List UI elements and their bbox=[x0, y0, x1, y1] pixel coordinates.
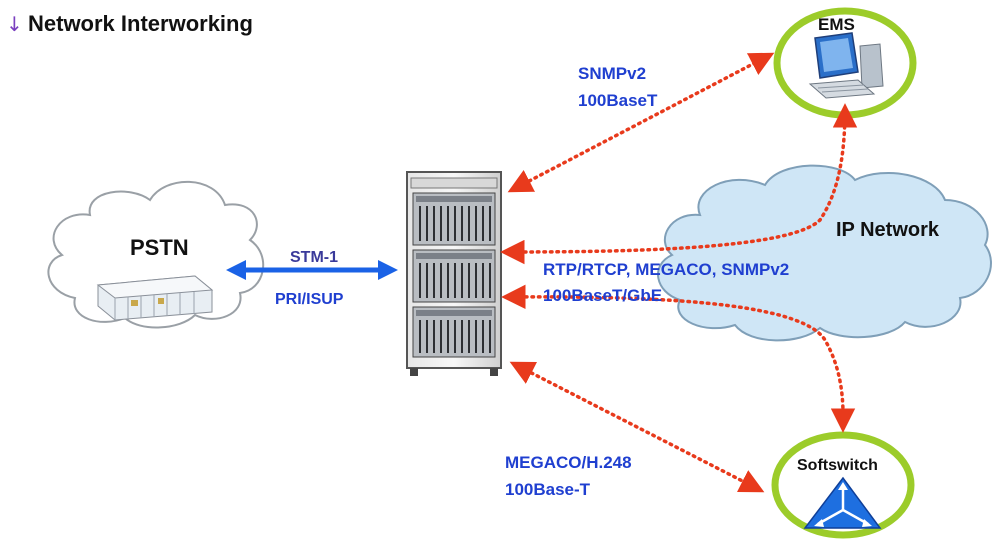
ip-network-cloud-shape bbox=[657, 164, 992, 342]
dotted-links bbox=[500, 52, 858, 493]
title-bullet-icon: ↓ bbox=[6, 12, 23, 36]
100baset-gbe-label: 100BaseT/GbE bbox=[543, 286, 662, 305]
switchboard-icon bbox=[96, 275, 214, 321]
pri-isup-label: PRI/ISUP bbox=[275, 291, 344, 308]
title-text: Network Interworking bbox=[28, 11, 253, 36]
pstn-label: PSTN bbox=[130, 235, 189, 260]
softswitch-label: Softswitch bbox=[797, 457, 878, 474]
stm1-label: STM-1 bbox=[290, 249, 338, 266]
computer-icon bbox=[808, 32, 884, 99]
server-rack-icon bbox=[406, 171, 502, 376]
ip-network-label: IP Network bbox=[836, 219, 940, 241]
100base-t-label: 100Base-T bbox=[505, 480, 591, 499]
rtp-megaco-label: RTP/RTCP, MEGACO, SNMPv2 bbox=[543, 260, 789, 279]
ip-network-cloud: IP Network bbox=[657, 164, 992, 342]
softswitch-node: Softswitch bbox=[771, 431, 915, 539]
ems-ip-dotted-link bbox=[500, 103, 858, 265]
page-title: ↓ Network Interworking bbox=[6, 11, 253, 36]
stm1-link: STM-1 PRI/ISUP bbox=[226, 249, 398, 308]
softswitch-icon bbox=[803, 476, 882, 529]
ip-link-labels: RTP/RTCP, MEGACO, SNMPv2 100BaseT/GbE bbox=[543, 260, 789, 305]
pstn-cloud: PSTN bbox=[47, 180, 265, 329]
ems-label: EMS bbox=[818, 15, 855, 34]
rack-shelf-2 bbox=[412, 249, 496, 303]
softswitch-ip-dotted-link bbox=[501, 284, 856, 433]
megaco-h248-label: MEGACO/H.248 bbox=[505, 453, 632, 472]
rack-shelf-3 bbox=[412, 306, 496, 358]
snmpv2-label: SNMPv2 bbox=[578, 64, 646, 83]
softswitch-dotted-link bbox=[509, 361, 765, 493]
ems-link-labels: SNMPv2 100BaseT bbox=[578, 64, 658, 110]
softswitch-link-labels: MEGACO/H.248 100Base-T bbox=[505, 453, 632, 499]
100baset-label: 100BaseT bbox=[578, 91, 658, 110]
ems-node: EMS bbox=[773, 7, 917, 119]
rack-shelf-1 bbox=[412, 192, 496, 246]
